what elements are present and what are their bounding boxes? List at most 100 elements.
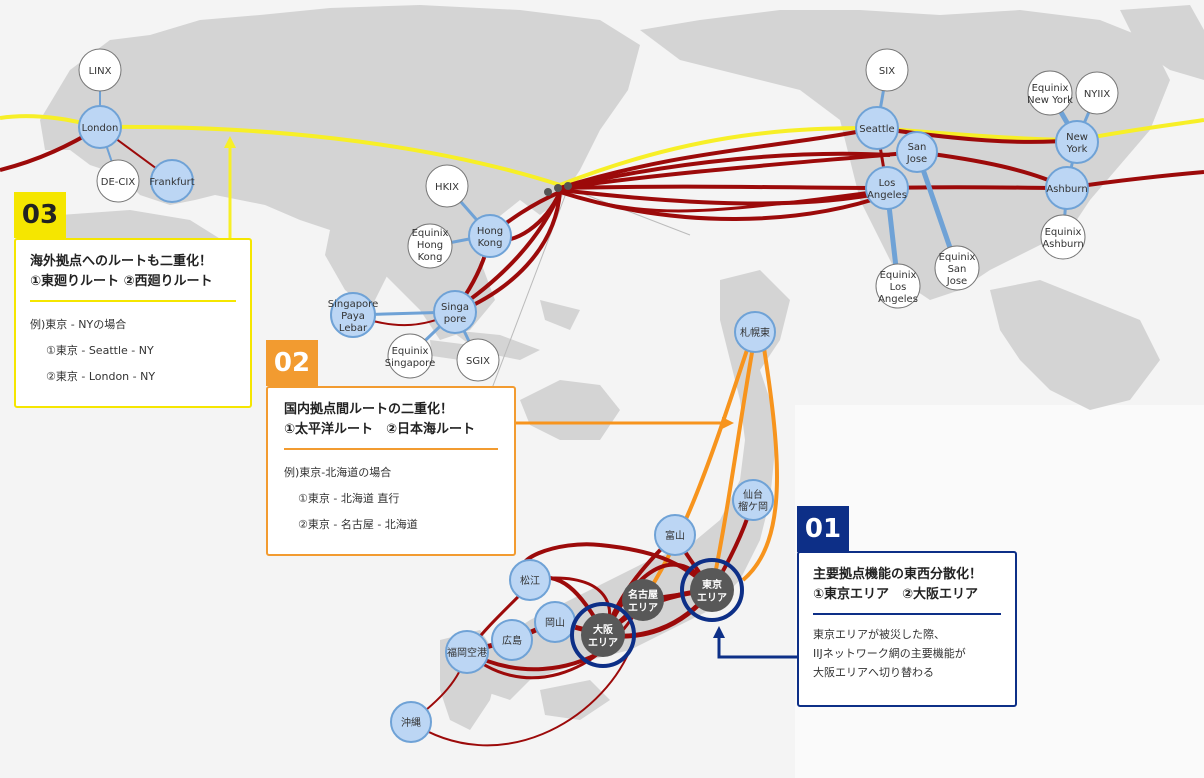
- svg-text:仙台: 仙台: [743, 488, 763, 501]
- svg-text:Equinix: Equinix: [1032, 83, 1069, 94]
- node-singapore: Singapore: [433, 290, 477, 334]
- callout-02-title-1: 国内拠点間ルートの二重化！: [284, 402, 454, 417]
- node-matsue: 松江: [509, 559, 551, 601]
- callout-01: 主要拠点機能の東西分散化！ ①東京エリア ②大阪エリア 東京エリアが被災した際、…: [797, 551, 1017, 707]
- callout-01-body-2: IIJネットワーク網の主要機能が: [813, 647, 966, 660]
- callout-01-body-3: 大阪エリアへ切り替わる: [813, 666, 934, 679]
- svg-text:Angeles: Angeles: [878, 294, 918, 305]
- svg-text:広島: 広島: [502, 634, 522, 647]
- svg-text:富山: 富山: [665, 529, 685, 542]
- svg-text:LINX: LINX: [89, 66, 112, 77]
- svg-text:Singapore: Singapore: [385, 358, 435, 369]
- callout-03-body-3: ②東京 - London - NY: [46, 370, 156, 383]
- node-hkix: HKIX: [425, 164, 469, 208]
- callout-01-number: 01: [797, 506, 849, 552]
- svg-text:Los: Los: [879, 178, 896, 189]
- svg-text:Equinix: Equinix: [1045, 227, 1082, 238]
- svg-text:エリア: エリア: [588, 637, 618, 649]
- callout-03: 海外拠点へのルートも二重化！ ①東廻りルート ②西廻りルート 例)東京 - NY…: [14, 238, 252, 408]
- node-osaka-area: 大阪エリア: [570, 602, 636, 668]
- node-frankfurt: Frankfurt: [149, 159, 195, 203]
- zoom-line: [567, 187, 691, 236]
- node-london: London: [78, 105, 122, 149]
- node-decix: DE-CIX: [96, 159, 140, 203]
- svg-text:Lebar: Lebar: [339, 323, 368, 334]
- svg-text:Frankfurt: Frankfurt: [149, 177, 194, 188]
- svg-text:松江: 松江: [520, 574, 540, 587]
- node-fukuoka: 福岡空港: [445, 630, 489, 674]
- svg-text:SIX: SIX: [879, 66, 895, 77]
- svg-text:東京: 東京: [702, 578, 722, 591]
- node-sapporo: 札幌東: [734, 311, 776, 353]
- node-sgix: SGIX: [456, 338, 500, 382]
- node-okinawa: 沖縄: [390, 701, 432, 743]
- callout-01-title-2: ①東京エリア ②大阪エリア: [813, 587, 979, 602]
- svg-text:London: London: [82, 123, 119, 134]
- svg-text:福岡空港: 福岡空港: [447, 646, 487, 659]
- svg-text:エリア: エリア: [697, 592, 727, 604]
- callout-03-body-1: 例)東京 - NYの場合: [30, 318, 127, 331]
- svg-text:NYIIX: NYIIX: [1084, 89, 1110, 100]
- svg-text:New York: New York: [1027, 95, 1073, 106]
- svg-text:エリア: エリア: [628, 602, 658, 614]
- svg-text:Los: Los: [890, 282, 907, 293]
- svg-text:New: New: [1066, 132, 1088, 143]
- callout-01-separator: [813, 613, 1001, 615]
- svg-text:Ashburn: Ashburn: [1042, 239, 1083, 250]
- callout-02-number: 02: [266, 340, 318, 386]
- node-hiroshima: 広島: [491, 619, 533, 661]
- callout-03-body-2: ①東京 - Seattle - NY: [46, 344, 154, 357]
- svg-text:HKIX: HKIX: [435, 182, 459, 193]
- callout-02-title-2: ①太平洋ルート ②日本海ルート: [284, 422, 476, 437]
- node-toyama: 富山: [654, 514, 696, 556]
- svg-text:札幌東: 札幌東: [740, 326, 770, 339]
- callout-02-body-3: ②東京 - 名古屋 - 北海道: [298, 518, 418, 531]
- svg-text:Jose: Jose: [906, 154, 927, 165]
- svg-text:Hong: Hong: [417, 240, 443, 251]
- node-nyiix: NYIIX: [1075, 71, 1119, 115]
- svg-text:DE-CIX: DE-CIX: [101, 177, 136, 188]
- svg-text:Singa: Singa: [441, 302, 469, 313]
- callout-02-body-2: ①東京 - 北海道 直行: [298, 492, 400, 505]
- callout-02-separator: [284, 448, 498, 450]
- svg-text:榴ケ岡: 榴ケ岡: [738, 500, 768, 513]
- svg-text:Ashburn: Ashburn: [1046, 184, 1087, 195]
- callout-01-body-1: 東京エリアが被災した際、: [813, 628, 945, 641]
- svg-text:Equinix: Equinix: [392, 346, 429, 357]
- svg-text:Paya: Paya: [341, 311, 365, 322]
- svg-text:沖縄: 沖縄: [401, 716, 421, 729]
- svg-text:Kong: Kong: [478, 238, 503, 249]
- svg-text:San: San: [908, 142, 927, 153]
- callout-connectors: [224, 136, 797, 659]
- node-six: SIX: [865, 48, 909, 92]
- svg-text:Kong: Kong: [418, 252, 443, 263]
- node-linx: LINX: [78, 48, 122, 92]
- svg-text:岡山: 岡山: [545, 617, 565, 629]
- svg-text:Hong: Hong: [477, 226, 503, 237]
- svg-text:Seattle: Seattle: [859, 124, 894, 135]
- svg-text:Equinix: Equinix: [880, 270, 917, 281]
- landing-points: [544, 182, 572, 196]
- callout-03-title-2: ①東廻りルート ②西廻りルート: [30, 274, 213, 289]
- svg-text:名古屋: 名古屋: [628, 588, 658, 601]
- node-okayama: 岡山: [534, 601, 576, 643]
- svg-text:大阪: 大阪: [593, 623, 614, 636]
- svg-text:Singapore: Singapore: [328, 299, 378, 310]
- svg-text:Equinix: Equinix: [939, 252, 976, 263]
- callout-02: 国内拠点間ルートの二重化！ ①太平洋ルート ②日本海ルート 例)東京-北海道の場…: [266, 386, 516, 556]
- callout-03-separator: [30, 300, 236, 302]
- node-tokyo-area: 東京エリア: [680, 558, 744, 622]
- svg-text:Angeles: Angeles: [867, 190, 907, 201]
